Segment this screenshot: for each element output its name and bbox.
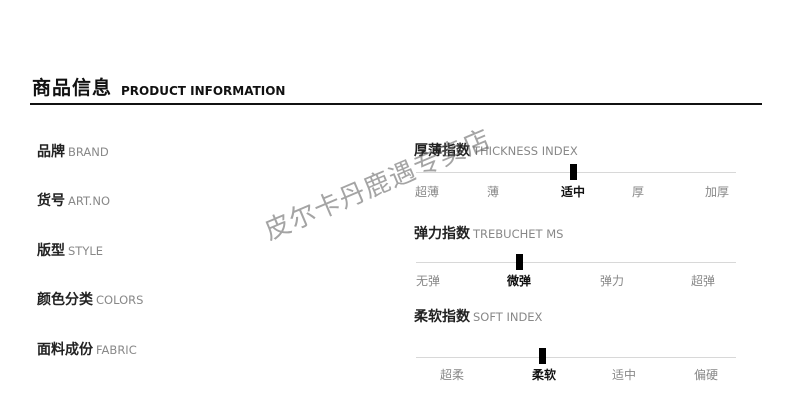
thickness-option: 加厚: [704, 185, 730, 199]
softness-option: 超柔: [439, 368, 465, 382]
thickness-option-selected: 适中: [560, 185, 586, 199]
attr-art-no: 货号 ART.NO: [37, 190, 110, 210]
thickness-scale-marker: [570, 164, 577, 180]
elasticity-option: 无弹: [415, 274, 441, 288]
elasticity-option: 超弹: [690, 274, 716, 288]
softness-scale-track: [416, 357, 736, 358]
thickness-option: 薄: [486, 185, 500, 199]
softness-index-title: 柔软指数 SOFT INDEX: [414, 306, 542, 326]
attr-label-cn: 版型: [37, 243, 65, 259]
index-title-en: TREBUCHET MS: [473, 227, 564, 241]
index-title-cn: 厚薄指数: [414, 143, 470, 159]
elasticity-scale-marker: [516, 254, 523, 270]
attr-fabric: 面料成份 FABRIC: [37, 339, 137, 359]
thickness-option: 超薄: [414, 185, 440, 199]
elasticity-scale-track: [416, 262, 736, 263]
attr-colors: 颜色分类 COLORS: [37, 289, 143, 309]
attr-label-en: BRAND: [68, 145, 109, 159]
thickness-index-title: 厚薄指数 THICKNESS INDEX: [414, 140, 578, 160]
softness-option: 偏硬: [693, 368, 719, 382]
attr-brand: 品牌 BRAND: [37, 141, 109, 161]
attr-label-en: FABRIC: [96, 343, 137, 357]
attr-label-en: STYLE: [68, 244, 104, 258]
index-title-en: THICKNESS INDEX: [473, 144, 578, 158]
attr-label-en: ART.NO: [68, 194, 110, 208]
elasticity-option-selected: 微弹: [506, 274, 532, 288]
section-title-cn: 商品信息: [32, 77, 113, 99]
softness-option-selected: 柔软: [531, 368, 557, 382]
section-title-en: PRODUCT INFORMATION: [121, 84, 286, 98]
softness-scale-marker: [539, 348, 546, 364]
index-title-cn: 弹力指数: [414, 226, 470, 242]
header-divider: [30, 103, 762, 105]
attr-label-cn: 面料成份: [37, 342, 93, 358]
elasticity-index-title: 弹力指数 TREBUCHET MS: [414, 223, 563, 243]
elasticity-option: 弹力: [599, 274, 625, 288]
index-title-en: SOFT INDEX: [473, 310, 543, 324]
index-title-cn: 柔软指数: [414, 309, 470, 325]
attr-label-cn: 品牌: [37, 144, 65, 160]
attr-label-en: COLORS: [96, 293, 144, 307]
softness-option: 适中: [611, 368, 637, 382]
thickness-option: 厚: [631, 185, 645, 199]
attr-style: 版型 STYLE: [37, 240, 103, 260]
section-header: 商品信息 PRODUCT INFORMATION: [32, 74, 285, 100]
attr-label-cn: 货号: [37, 193, 65, 209]
attr-label-cn: 颜色分类: [37, 292, 93, 308]
